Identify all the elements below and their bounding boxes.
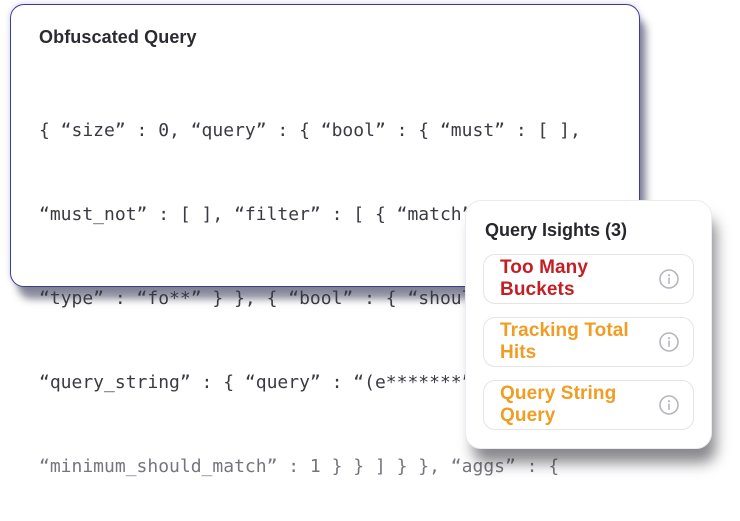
query-insights-card: Query Isights (3) Too Many Buckets Track… [465, 200, 712, 449]
code-line: “must_not” : [ ], “filter” : [ { “match”… [39, 204, 516, 225]
code-line: { “size” : 0, “query” : { “bool” : { “mu… [39, 120, 581, 141]
obfuscated-query-title: Obfuscated Query [39, 27, 197, 47]
insight-item-query-string-query[interactable]: Query String Query [483, 380, 694, 430]
insight-item-too-many-buckets[interactable]: Too Many Buckets [483, 254, 694, 304]
query-insights-title: Query Isights (3) [485, 220, 628, 240]
insight-item-tracking-total-hits[interactable]: Tracking Total Hits [483, 317, 694, 367]
info-circle-icon[interactable] [658, 331, 680, 353]
info-circle-icon[interactable] [658, 268, 680, 290]
info-circle-icon[interactable] [658, 394, 680, 416]
insight-label: Tracking Total Hits [500, 320, 629, 363]
code-line: “minimum_should_match” : 1 } } ] } }, “a… [39, 456, 560, 477]
insight-label: Too Many Buckets [500, 257, 589, 300]
insight-label: Query String Query [500, 383, 617, 426]
obfuscated-query-card: Obfuscated Query { “size” : 0, “query” :… [10, 4, 640, 477]
